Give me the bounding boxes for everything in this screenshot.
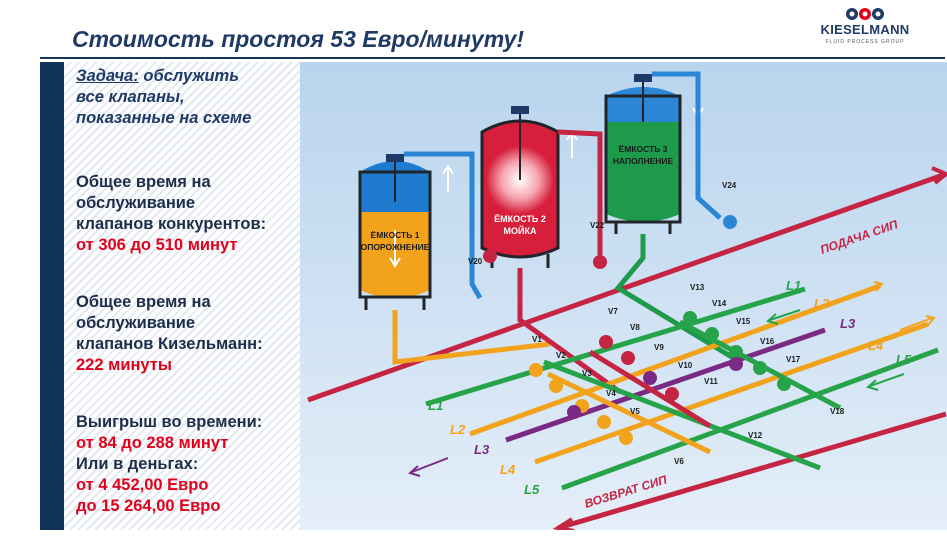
kieselmann-line: обслуживание — [76, 314, 196, 332]
cip-return-pipe — [552, 411, 947, 530]
tank-1-label: ОПОРОЖНЕНИЕ — [361, 242, 430, 252]
valve-label: V7 — [608, 307, 618, 316]
kieselmann-value: 222 минуты — [76, 356, 172, 374]
competitors-line: обслуживание — [76, 194, 196, 212]
competitors-line: клапанов конкурентов: — [76, 215, 267, 233]
logo-wordmark: KIESELMANN — [820, 22, 910, 37]
valve-label: V12 — [748, 431, 763, 440]
line-label-l3: L3 — [474, 442, 490, 457]
valve-clusters — [483, 215, 791, 445]
line-label-l2: L2 — [814, 296, 830, 311]
tank-2-label: МОЙКА — [504, 225, 537, 236]
valve-label: V18 — [830, 407, 845, 416]
task-label: Задача: — [76, 67, 139, 85]
valve-label: V2 — [556, 351, 566, 360]
competitors-block: Общее время на обслуживание клапанов кон… — [76, 172, 266, 256]
valve-labels: V1 V2 V3 V4 V5 V6 V7 V8 V9 V10 V11 V12 V… — [468, 181, 845, 466]
valve-label: V17 — [786, 355, 801, 364]
line-label-l1: L1 — [786, 278, 801, 293]
valve-label: V10 — [678, 361, 693, 370]
gain-money-to: до 15 264,00 Евро — [76, 497, 221, 515]
valve-label: V6 — [674, 457, 684, 466]
logo-emblem-icon — [846, 8, 884, 20]
line-label-l2: L2 — [450, 422, 466, 437]
line-label-l1: L1 — [428, 398, 443, 413]
task-line: показанные на схеме — [76, 109, 252, 127]
valve-diagram: ПОДАЧА СИП ВОЗВРАТ СИП ЁМКОСТЬ 1 ОПОРОЖН… — [300, 62, 947, 530]
task-line: все клапаны, — [76, 88, 185, 106]
line-label-l3: L3 — [840, 316, 856, 331]
valve-label: V13 — [690, 283, 705, 292]
gain-block: Выигрыш во времени: от 84 до 288 минут И… — [76, 412, 262, 517]
tank-3-label: ЁМКОСТЬ 3 — [619, 144, 668, 154]
tank-1 — [358, 154, 432, 310]
line-label-l4: L4 — [868, 338, 884, 353]
task-line: обслужить — [143, 67, 240, 85]
line-labels: L1 L2 L3 L4 L5 L1 L2 L3 L4 L5 — [428, 278, 912, 497]
valve-label: V5 — [630, 407, 640, 416]
valve-label: V15 — [736, 317, 751, 326]
valve-label: V20 — [468, 257, 483, 266]
valve-label: V4 — [606, 389, 616, 398]
tank-1-label: ЁМКОСТЬ 1 — [371, 230, 420, 240]
competitors-line: Общее время на — [76, 173, 211, 191]
gain-money-title: Или в деньгах: — [76, 455, 199, 473]
cip-supply-pipe — [307, 166, 947, 403]
tank-3-label: НАПОЛНЕНИЕ — [613, 156, 674, 166]
gain-title: Выигрыш во времени: — [76, 413, 263, 431]
line-label-l5: L5 — [524, 482, 540, 497]
valve-label: V1 — [532, 335, 542, 344]
valve-label: V16 — [760, 337, 775, 346]
valve-label: V14 — [712, 299, 727, 308]
tank-3 — [604, 74, 682, 234]
kieselmann-line: Общее время на — [76, 293, 211, 311]
left-accent-bar — [40, 62, 64, 530]
gain-money-from: от 4 452,00 Евро — [76, 476, 209, 494]
valve-label: V9 — [654, 343, 664, 352]
title-underline — [40, 57, 945, 59]
valve-label: V11 — [704, 377, 718, 386]
kieselmann-block: Общее время на обслуживание клапанов Киз… — [76, 292, 263, 376]
slide-title: Стоимость простоя 53 Евро/минуту! — [72, 26, 525, 52]
valve-diagram-svg: ПОДАЧА СИП ВОЗВРАТ СИП ЁМКОСТЬ 1 ОПОРОЖН… — [300, 62, 947, 530]
valve-label: V22 — [590, 221, 605, 230]
tank-2-label: ЁМКОСТЬ 2 — [494, 214, 546, 224]
line-label-l4: L4 — [500, 462, 516, 477]
line-label-l5: L5 — [896, 352, 912, 367]
tank-2 — [480, 106, 560, 268]
info-panel: Задача: обслужить все клапаны, показанны… — [64, 62, 300, 530]
kieselmann-line: клапанов Кизельманн: — [76, 335, 263, 353]
gain-time: от 84 до 288 минут — [76, 434, 229, 452]
valve-label: V8 — [630, 323, 640, 332]
kieselmann-logo: KIESELMANN FLUID PROCESS GROUP — [816, 6, 914, 50]
logo-tagline: FLUID PROCESS GROUP — [825, 39, 905, 45]
competitors-value: от 306 до 510 минут — [76, 236, 238, 254]
valve-label: V24 — [722, 181, 737, 190]
task-block: Задача: обслужить все клапаны, показанны… — [76, 66, 251, 129]
valve-label: V3 — [582, 369, 592, 378]
line-direction-arrows — [407, 281, 936, 477]
